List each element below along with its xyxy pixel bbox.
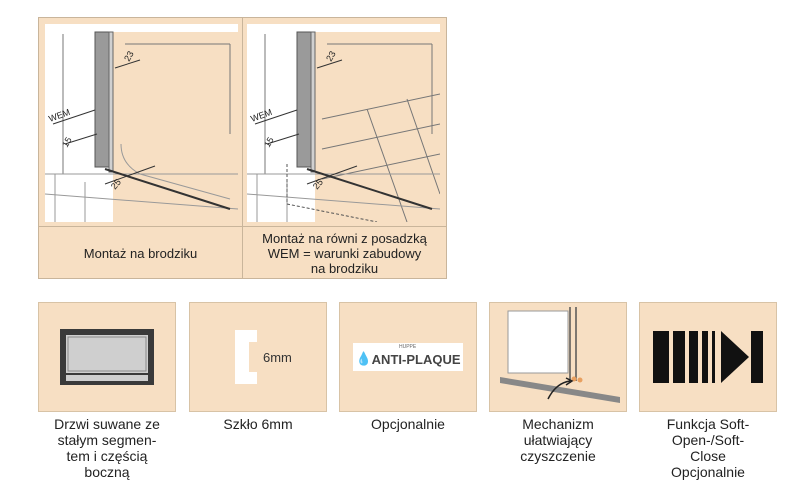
feature-soft-close-label: Funkcja Soft- Open-/Soft- Close Opcjonal… bbox=[666, 416, 750, 480]
caption-tray-mounting: Montaż na brodziku bbox=[83, 245, 198, 261]
feature-soft-close-icon bbox=[639, 302, 777, 412]
feature-anti-plaque-label: Opcjonalnie bbox=[371, 416, 445, 432]
table-divider-horizontal bbox=[39, 226, 446, 227]
feature-cleaning-mechanism-icon bbox=[489, 302, 627, 412]
diagram-tray-mounting: 23 WEM 15 25 bbox=[45, 24, 238, 222]
dim-wem-label: WEM bbox=[249, 107, 273, 124]
dim-bottom-label: 25 bbox=[311, 177, 325, 191]
feature-sliding-door-label: Drzwi suwane ze stałym segmen- tem i czę… bbox=[54, 416, 160, 480]
anti-plaque-text: ANTI-PLAQUE bbox=[371, 351, 461, 367]
diagram-floor-level-mounting: 23 WEM 15 25 bbox=[247, 24, 440, 222]
caption-floor-level-mounting: Montaż na równi z posadzką WEM = warunki… bbox=[262, 230, 427, 276]
dim-bottom-label: 25 bbox=[109, 177, 123, 191]
feature-glass-icon: 6mm bbox=[189, 302, 327, 412]
dim-top-label: 23 bbox=[122, 49, 136, 63]
feature-sliding-door-icon bbox=[38, 302, 176, 412]
feature-anti-plaque-icon: HUPPE 💧 ANTI-PLAQUE bbox=[339, 302, 477, 412]
mounting-table: 23 WEM 15 25 23 WEM 15 25 bbox=[38, 17, 447, 279]
dim-top-label: 23 bbox=[324, 49, 338, 63]
brand-small-text: HUPPE bbox=[399, 344, 417, 350]
dim-side-label: 15 bbox=[262, 135, 276, 149]
drop-icon: 💧 bbox=[355, 351, 372, 366]
feature-cleaning-mechanism-label: Mechanizm ułatwiający czyszczenie bbox=[520, 416, 596, 464]
dim-side-label: 15 bbox=[60, 135, 74, 149]
table-divider-vertical bbox=[242, 18, 243, 278]
dim-wem-label: WEM bbox=[47, 107, 71, 124]
glass-thickness-text: 6mm bbox=[263, 350, 292, 365]
feature-glass-label: Szkło 6mm bbox=[223, 416, 293, 432]
